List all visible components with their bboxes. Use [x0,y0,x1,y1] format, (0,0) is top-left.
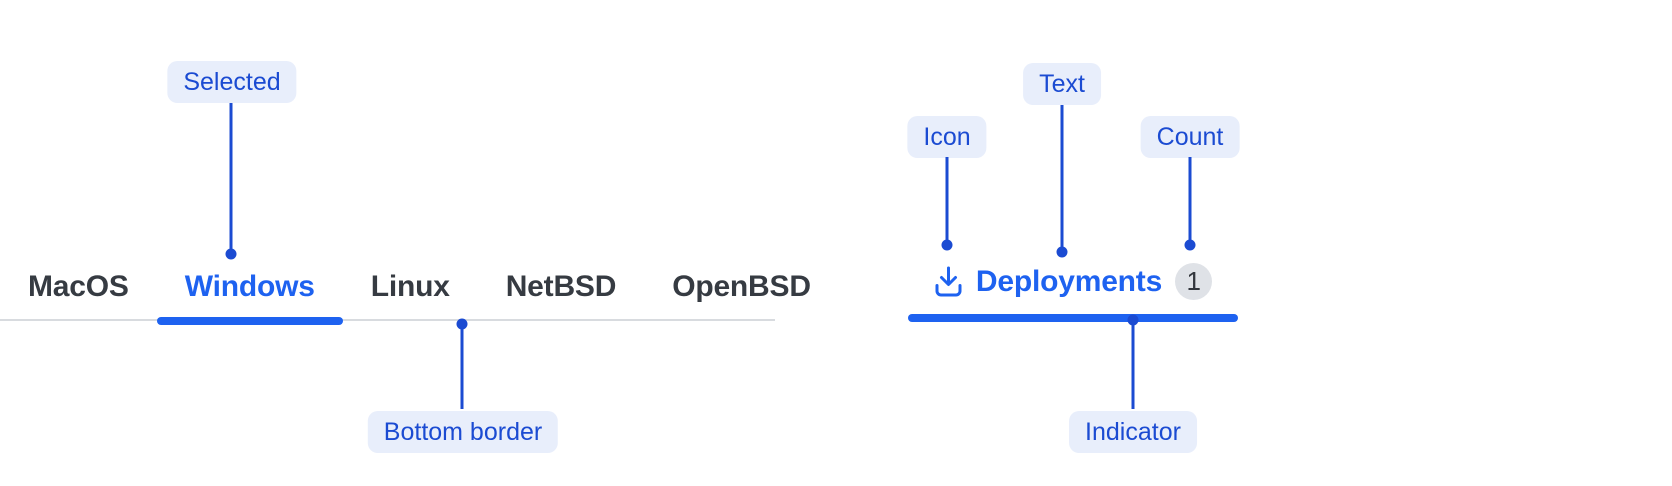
callout-dot-selected [225,248,237,260]
tab-windows[interactable]: Windows [156,256,343,325]
callout-line-icon [945,157,949,241]
tabs-bar: MacOS Windows Linux NetBSD OpenBSD [0,256,839,325]
callout-line-text [1060,105,1064,248]
callout-line-bottom-border [460,329,464,409]
callout-dot-bottom-border [456,318,468,330]
download-icon [934,265,963,298]
tabs-bottom-border [0,319,775,321]
tab-label: Deployments [975,264,1163,298]
callout-line-count [1188,157,1192,241]
callout-label-icon: Icon [907,116,987,158]
callout-dot-indicator [1127,314,1139,326]
callout-dot-icon [941,239,953,251]
tab-macos[interactable]: MacOS [28,270,129,303]
callout-label-bottom-border: Bottom border [367,411,559,453]
callout-label-text: Text [1023,63,1101,105]
callout-label-selected: Selected [167,61,297,103]
callout-label-indicator: Indicator [1069,411,1197,453]
tab-openbsd[interactable]: OpenBSD [672,270,811,303]
tab-deployments[interactable]: Deployments 1 [908,250,1238,313]
callout-line-indicator [1131,325,1135,409]
callout-label-count: Count [1140,116,1240,158]
count-badge: 1 [1175,263,1213,300]
tab-linux[interactable]: Linux [370,270,450,303]
selection-indicator [908,314,1238,322]
callout-dot-count [1184,239,1196,251]
callout-line-selected [229,103,233,250]
callout-dot-text [1056,246,1068,258]
tab-netbsd[interactable]: NetBSD [505,270,617,303]
